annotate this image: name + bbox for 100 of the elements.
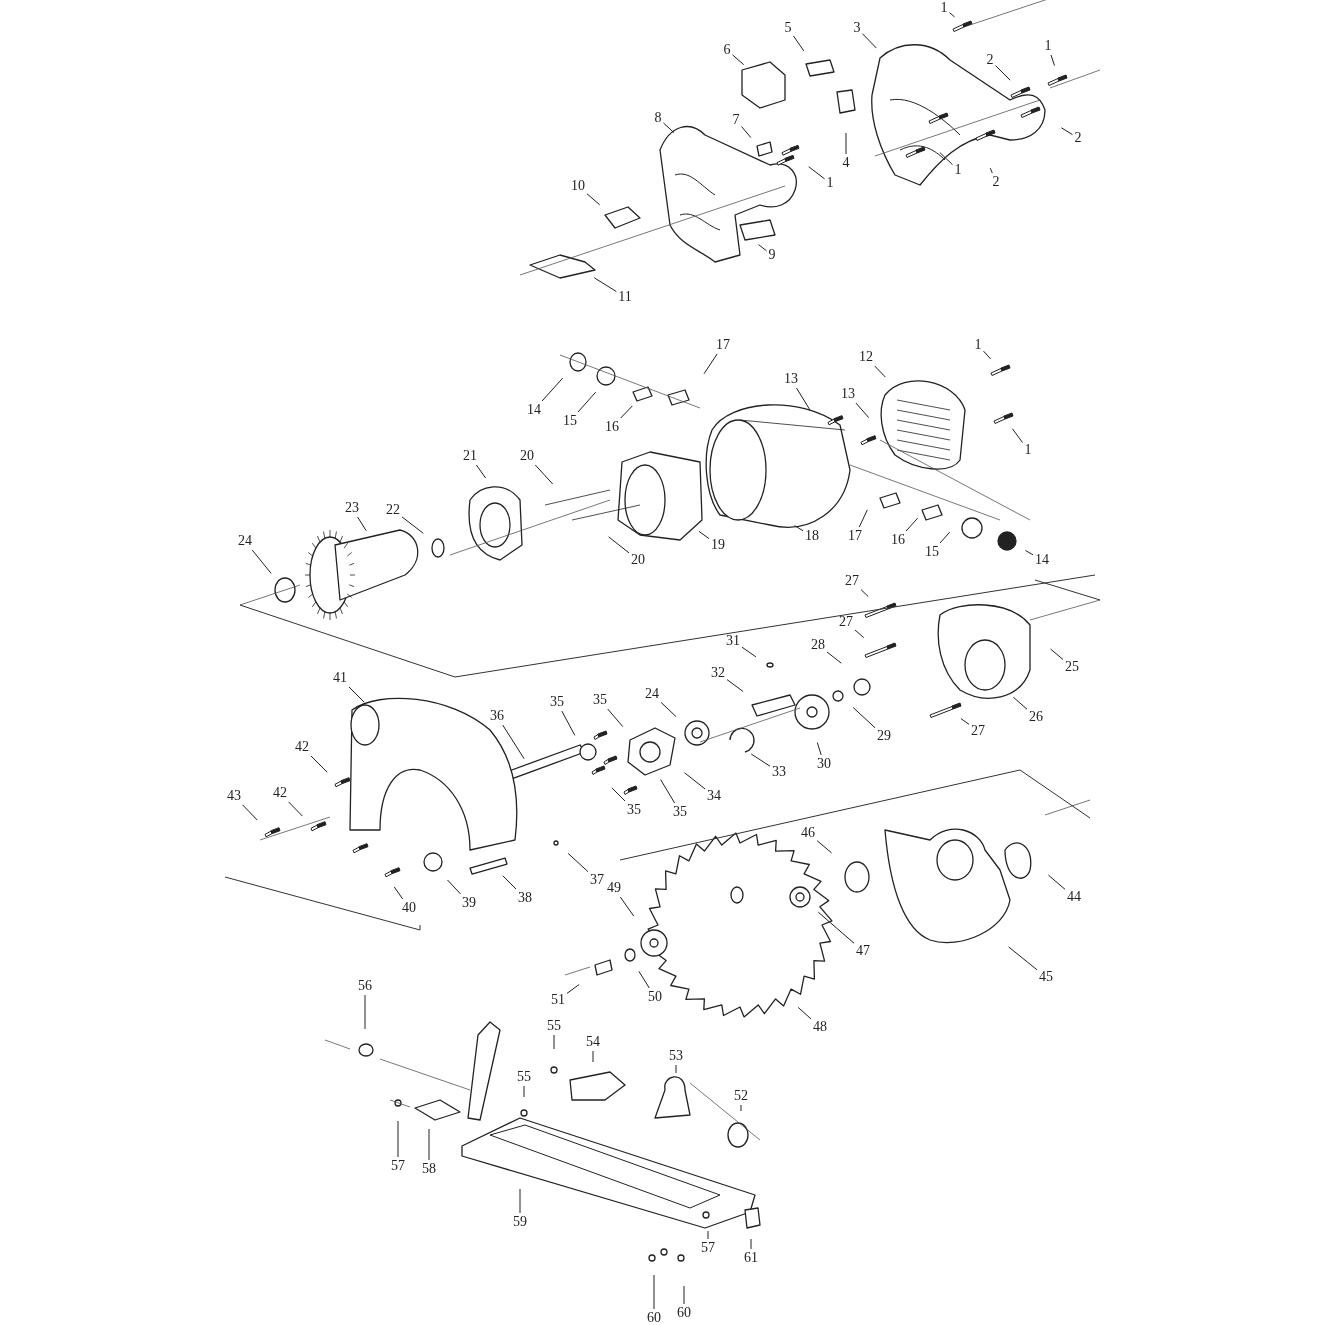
- callout-number: 56: [358, 978, 372, 994]
- callout-number: 6: [723, 42, 731, 58]
- callout-number: 37: [590, 872, 604, 888]
- callout-number: 17: [716, 337, 730, 353]
- leader-line: [534, 464, 554, 485]
- leader-line: [553, 1034, 555, 1050]
- callout-number: 15: [925, 544, 939, 560]
- callout-number: 16: [891, 532, 905, 548]
- callout-number: 24: [238, 533, 252, 549]
- leader-line: [561, 710, 576, 736]
- callout-number: 60: [677, 1305, 691, 1321]
- leader-line: [502, 875, 517, 890]
- leader-line: [960, 718, 970, 725]
- leader-line: [750, 1238, 752, 1250]
- leader-line: [1050, 648, 1064, 660]
- leader-line: [995, 65, 1011, 81]
- leader-line: [683, 1285, 685, 1305]
- leader-line: [732, 54, 745, 66]
- callout-number: 2: [1074, 130, 1082, 146]
- leader-line: [860, 589, 869, 597]
- leader-line: [983, 350, 992, 360]
- leader-line: [826, 651, 842, 664]
- leader-line: [796, 387, 811, 412]
- callout-number: 21: [463, 448, 477, 464]
- leader-line: [592, 1050, 594, 1063]
- callout-number: 55: [517, 1069, 531, 1085]
- leader-line: [808, 166, 825, 180]
- leader-line: [816, 742, 822, 756]
- callout-number: 46: [801, 825, 815, 841]
- callout-number: 26: [1029, 709, 1043, 725]
- callout-number: 25: [1065, 659, 1079, 675]
- callout-number: 20: [631, 552, 645, 568]
- callout-number: 4: [842, 155, 850, 171]
- leader-line: [428, 1128, 430, 1161]
- callout-number: 54: [586, 1034, 600, 1050]
- leader-line: [1060, 127, 1073, 136]
- callout-number: 28: [811, 637, 825, 653]
- leader-line: [620, 405, 633, 419]
- leader-line: [817, 911, 855, 944]
- leader-line: [939, 531, 951, 544]
- callout-number: 33: [772, 764, 786, 780]
- leader-line: [703, 353, 718, 375]
- callout-number: 35: [673, 804, 687, 820]
- leader-line: [1047, 874, 1066, 890]
- leader-line: [357, 516, 367, 532]
- leader-line: [862, 33, 877, 49]
- callout-number: 43: [227, 788, 241, 804]
- leader-line: [1012, 696, 1028, 710]
- callout-number: 32: [711, 665, 725, 681]
- callout-number: 3: [853, 20, 861, 36]
- callout-number: 55: [547, 1018, 561, 1034]
- callout-number: 9: [768, 247, 776, 263]
- callout-number: 18: [805, 528, 819, 544]
- leader-line: [593, 277, 617, 292]
- leader-line: [816, 840, 833, 854]
- leader-line: [251, 549, 272, 574]
- callout-number: 39: [462, 895, 476, 911]
- leader-line: [393, 886, 404, 900]
- leader-line: [523, 1085, 525, 1098]
- leader-line: [364, 994, 366, 1030]
- leader-line: [619, 896, 635, 917]
- callout-number: 2: [992, 174, 1000, 190]
- callout-number: 27: [971, 723, 985, 739]
- callout-number: 20: [520, 448, 534, 464]
- leader-line: [939, 152, 953, 166]
- leader-line: [1050, 54, 1055, 67]
- leader-line: [660, 779, 676, 804]
- leader-line: [1008, 946, 1038, 971]
- callout-number: 52: [734, 1088, 748, 1104]
- callout-number: 13: [841, 386, 855, 402]
- callout-number: 35: [593, 692, 607, 708]
- leader-line: [874, 365, 886, 378]
- leader-line: [741, 126, 752, 139]
- callout-number: 58: [422, 1161, 436, 1177]
- callout-number: 7: [732, 112, 740, 128]
- callout-number: 44: [1067, 889, 1081, 905]
- leader-line: [675, 1064, 677, 1074]
- callout-number: 59: [513, 1214, 527, 1230]
- callout-number: 22: [386, 502, 400, 518]
- callout-number: 27: [839, 614, 853, 630]
- leader-line: [577, 391, 597, 413]
- callout-number: 41: [333, 670, 347, 686]
- leader-line: [793, 35, 805, 52]
- callout-number: 1: [954, 162, 962, 178]
- callout-number: 23: [345, 500, 359, 516]
- callout-number: 35: [627, 802, 641, 818]
- leader-line: [519, 1188, 521, 1214]
- callout-number: 14: [527, 402, 541, 418]
- leader-line: [397, 1120, 399, 1158]
- leader-line: [1025, 550, 1034, 556]
- callout-number: 27: [845, 573, 859, 589]
- leader-line: [611, 787, 626, 802]
- callout-number: 61: [744, 1250, 758, 1266]
- callout-number: 60: [647, 1310, 661, 1325]
- callout-number: 12: [859, 349, 873, 365]
- callout-number: 1: [974, 337, 982, 353]
- callout-number: 38: [518, 890, 532, 906]
- callout-number: 49: [607, 880, 621, 896]
- callout-number: 10: [571, 178, 585, 194]
- callout-number: 50: [648, 989, 662, 1005]
